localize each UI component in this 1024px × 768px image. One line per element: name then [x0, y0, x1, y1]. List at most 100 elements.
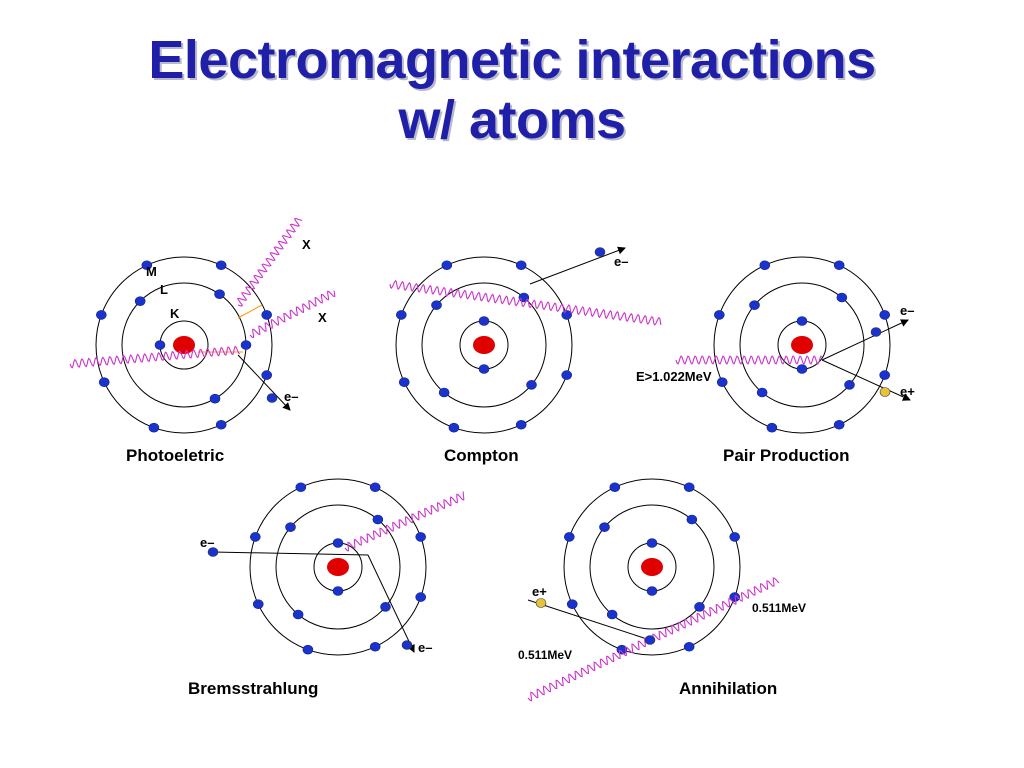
electron: [240, 340, 252, 350]
electron: [215, 419, 227, 430]
photoelectric-xray-photon-1: [236, 217, 303, 307]
electron: [295, 482, 307, 493]
particles: [207, 247, 891, 650]
electron: [98, 377, 110, 387]
incoming-electron-track: [212, 551, 369, 556]
electron: [844, 380, 855, 390]
electron: [415, 592, 426, 602]
electron: [561, 370, 572, 380]
electron: [526, 380, 537, 390]
l-shell-transition-line: [237, 304, 263, 319]
annihilation-atom: [563, 478, 741, 656]
shell-orbit-2: [589, 504, 715, 630]
annihilation-photon-1: [527, 637, 652, 702]
electron: [292, 609, 304, 620]
electron: [302, 644, 314, 655]
bremsstrahlung-caption: Bremsstrahlung: [188, 679, 318, 698]
electron: [833, 260, 845, 271]
electron: [729, 532, 740, 542]
electron: [561, 310, 572, 320]
compton-electron-label: e–: [614, 254, 628, 269]
pair-positron-label: e+: [900, 384, 915, 399]
electron: [879, 370, 890, 380]
photon-waves: [69, 217, 823, 702]
electron: [369, 641, 381, 652]
bremsstrahlung-outgoing-electron: [401, 640, 413, 650]
shell-label-k: K: [170, 306, 180, 321]
photoelectric-diagram: Photoeletric M L K X X e–: [95, 237, 327, 465]
electron: [683, 641, 695, 652]
electron: [683, 482, 695, 493]
electron: [261, 310, 272, 320]
energy-threshold-label: E>1.022MeV: [636, 369, 712, 384]
electron: [833, 419, 845, 430]
electron: [694, 602, 705, 612]
electron: [415, 532, 426, 542]
photoelectric-caption: Photoeletric: [126, 446, 224, 465]
electron: [215, 260, 227, 271]
xray-label-1: X: [302, 237, 311, 252]
electron: [214, 289, 225, 300]
electron: [729, 592, 740, 602]
electron: [686, 514, 698, 525]
electron: [252, 599, 264, 609]
electron: [646, 538, 658, 548]
electron: [285, 522, 296, 532]
compton-scattered-photon: [389, 279, 662, 326]
electron: [759, 260, 771, 271]
bremsstrahlung-photon: [344, 491, 465, 552]
outgoing-electron-label: e–: [418, 640, 432, 655]
pair-electron-label: e–: [900, 303, 914, 318]
photoelectric-xray-photon-2: [249, 290, 336, 339]
electron: [398, 377, 410, 387]
annihilation-photon-2: [649, 577, 780, 644]
electron: [606, 609, 618, 620]
shell-orbit-3: [95, 256, 273, 434]
annihilation-positron: [535, 598, 547, 608]
compton-recoil-electron: [594, 247, 606, 257]
photoelectric-incident-photon: [69, 345, 241, 369]
electron: [478, 364, 490, 374]
slide-title: Electromagnetic interactions w/ atoms: [0, 30, 1024, 150]
electron: [261, 370, 272, 380]
electron: [141, 260, 153, 271]
electron: [372, 514, 384, 525]
electron: [599, 522, 610, 532]
shell-label-m: M: [146, 264, 157, 279]
electron: [714, 310, 725, 320]
recoil-electron-track: [529, 246, 626, 285]
nucleus: [641, 558, 663, 576]
shell-orbit-3: [249, 478, 427, 656]
incoming-electron-label: e–: [200, 535, 214, 550]
compton-caption: Compton: [444, 446, 519, 465]
electron: [448, 422, 460, 433]
annihilation-electron: [644, 635, 656, 645]
electron: [796, 316, 808, 326]
electron: [438, 387, 450, 398]
shell-orbit-2: [275, 504, 401, 630]
electron: [369, 482, 381, 493]
compton-atom: [395, 256, 573, 434]
electron: [564, 532, 575, 542]
electron: [380, 602, 391, 612]
electron: [518, 292, 530, 303]
pair-incident-photon: [675, 355, 823, 365]
electron: [756, 387, 768, 398]
ejected-electron-track: [237, 354, 291, 411]
electron: [836, 292, 848, 303]
electron: [148, 422, 160, 433]
shell-orbit-3: [395, 256, 573, 434]
electron: [646, 586, 658, 596]
shell-orbit-3: [713, 256, 891, 434]
slide-title-line2: w/ atoms: [398, 90, 626, 150]
shell-orbit-2: [421, 282, 547, 408]
slide-title-line1: Electromagnetic interactions: [148, 30, 876, 90]
photoelectron-label: e–: [284, 389, 298, 404]
electron: [332, 586, 344, 596]
compton-diagram: Compton e–: [395, 246, 628, 465]
electron: [332, 538, 344, 548]
nucleus: [473, 336, 495, 354]
nucleus: [791, 336, 813, 354]
electron: [766, 422, 778, 433]
nucleus: [327, 558, 349, 576]
